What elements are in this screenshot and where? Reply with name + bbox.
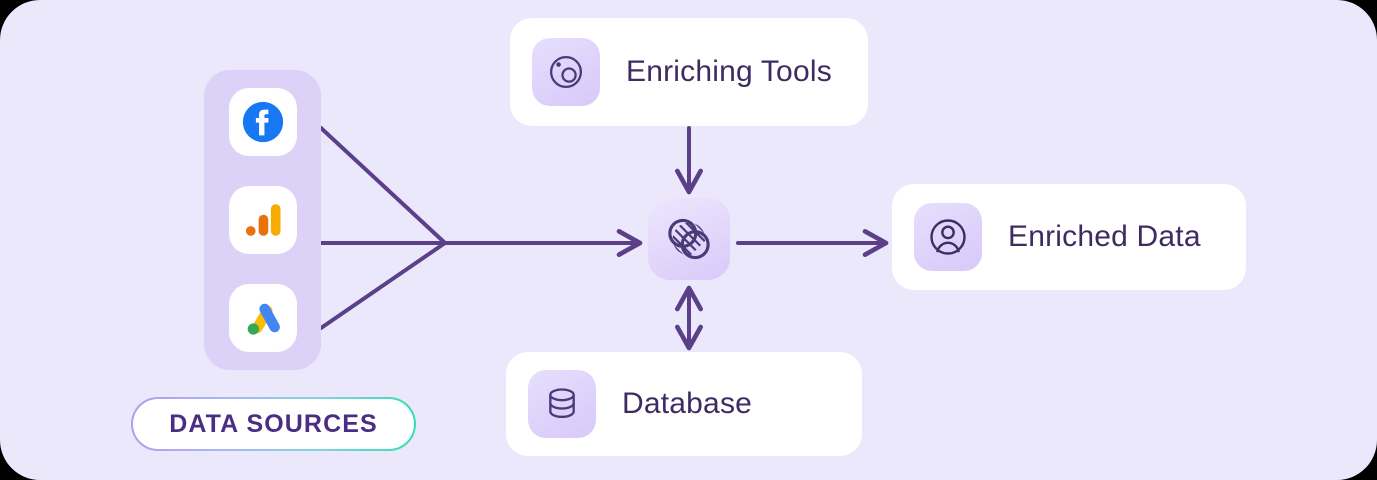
user-profile-icon bbox=[930, 219, 966, 255]
merge-venn-icon bbox=[668, 218, 710, 260]
card-enriched-data-label: Enriched Data bbox=[1008, 220, 1201, 253]
data-sources-group bbox=[204, 70, 321, 370]
data-sources-label-text: DATA SOURCES bbox=[169, 409, 378, 438]
card-enriching-tools-label: Enriching Tools bbox=[626, 55, 832, 88]
database-icon-tile bbox=[528, 370, 596, 438]
enriched-data-icon-tile bbox=[914, 203, 982, 271]
card-enriching-tools[interactable]: Enriching Tools bbox=[510, 18, 868, 126]
data-sources-label-pill: DATA SOURCES bbox=[131, 397, 416, 451]
card-enriched-data[interactable]: Enriched Data bbox=[892, 184, 1246, 290]
enriching-tools-icon bbox=[549, 55, 583, 89]
google-ads-icon bbox=[247, 303, 280, 335]
data-source-google-ads[interactable] bbox=[228, 284, 297, 352]
data-source-facebook[interactable] bbox=[228, 88, 297, 156]
enriching-tools-icon-tile bbox=[532, 38, 600, 106]
data-sources-label-inner: DATA SOURCES bbox=[133, 399, 414, 449]
merge-node[interactable] bbox=[648, 198, 730, 280]
source-converge-lines bbox=[319, 126, 447, 330]
card-database[interactable]: Database bbox=[506, 352, 862, 456]
data-source-google-analytics[interactable] bbox=[228, 186, 297, 254]
google-analytics-icon bbox=[245, 204, 280, 236]
card-database-label: Database bbox=[622, 387, 753, 420]
database-stack-icon bbox=[549, 388, 575, 418]
facebook-icon bbox=[242, 101, 283, 143]
